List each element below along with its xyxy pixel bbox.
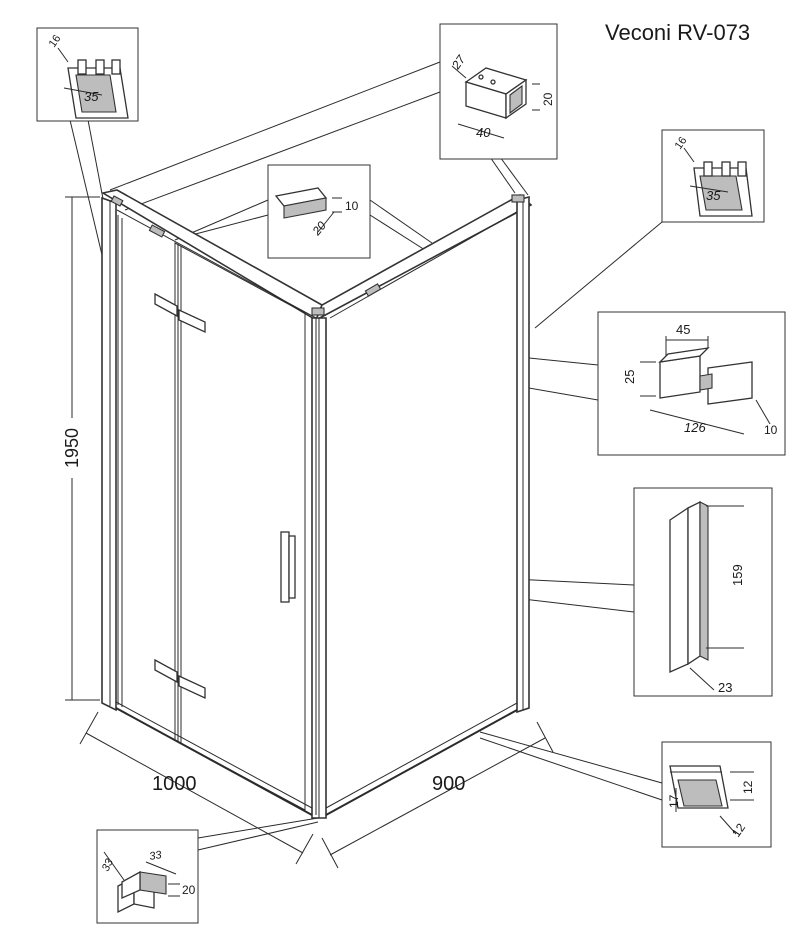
detail-profile-top-left: 16 35 <box>36 27 139 122</box>
bottom-profile-dim-a: 17 <box>667 794 681 808</box>
corner-piece-dim-c: 20 <box>182 883 196 897</box>
hinge-upper <box>154 292 206 334</box>
bracket-top-dim-c: 40 <box>476 125 491 140</box>
detail-handle: 159 23 <box>633 487 773 697</box>
profile-top-left-dim-b: 35 <box>84 89 99 104</box>
detail-hinge: 45 25 126 10 <box>597 311 786 456</box>
hinge-dim-c: 126 <box>684 420 706 435</box>
hinge-lower <box>154 658 206 700</box>
hinge-dim-b: 25 <box>622 370 637 384</box>
width-right-label: 900 <box>432 773 465 795</box>
handle-dim-a: 159 <box>730 564 745 586</box>
detail-profile-right: 16 35 <box>661 129 765 223</box>
dimension-width-right: 900 <box>321 721 554 869</box>
profile-top-left-dim-a: 16 <box>47 33 64 50</box>
handle-dim-b: 23 <box>718 680 732 695</box>
dimension-width-left: 1000 <box>79 711 314 865</box>
shower-enclosure <box>100 189 533 819</box>
detail-bottom-profile: 17 12 12 <box>661 741 772 848</box>
detail-corner-piece: 33 33 20 <box>96 829 199 924</box>
corner-piece-dim-a: 33 <box>100 856 116 873</box>
door-handle <box>280 531 296 603</box>
hinge-dim-d: 10 <box>764 423 778 437</box>
profile-right-dim-b: 35 <box>706 188 721 203</box>
hinge-dim-a: 45 <box>676 322 690 337</box>
profile-right-dim-a: 16 <box>673 135 690 152</box>
top-bar-dim-a: 10 <box>345 199 359 213</box>
width-left-label: 1000 <box>152 773 197 795</box>
detail-top-bar: 10 20 <box>267 164 371 259</box>
bottom-profile-dim-b: 12 <box>741 780 755 794</box>
height-label: 1950 <box>62 428 82 468</box>
dimension-height: 1950 <box>62 196 100 701</box>
bracket-top-dim-b: 20 <box>541 92 555 106</box>
wall-profile-left <box>101 196 117 712</box>
detail-bracket-top: 27 20 40 <box>439 23 558 160</box>
model-title: Veconi RV-073 <box>605 20 750 45</box>
corner-piece-dim-b: 33 <box>148 849 163 863</box>
door-panel <box>174 242 306 811</box>
